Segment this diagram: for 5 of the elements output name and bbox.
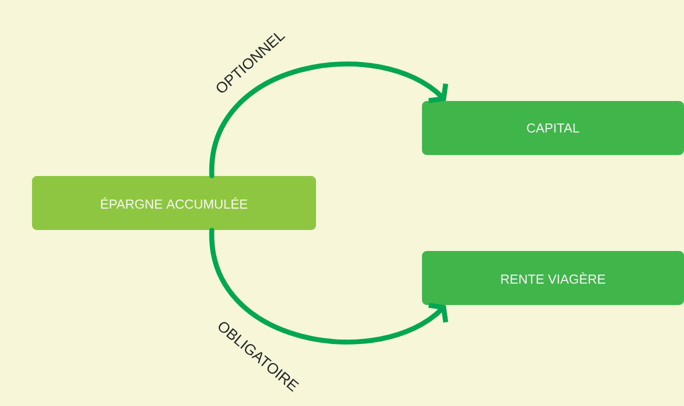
arrow [209,228,448,344]
process-box: CAPITAL [422,101,684,155]
process-box: ÉPARGNE ACCUMULÉE [32,176,316,230]
process-box: RENTE VIAGÈRE [422,251,684,305]
arrow [209,62,448,178]
